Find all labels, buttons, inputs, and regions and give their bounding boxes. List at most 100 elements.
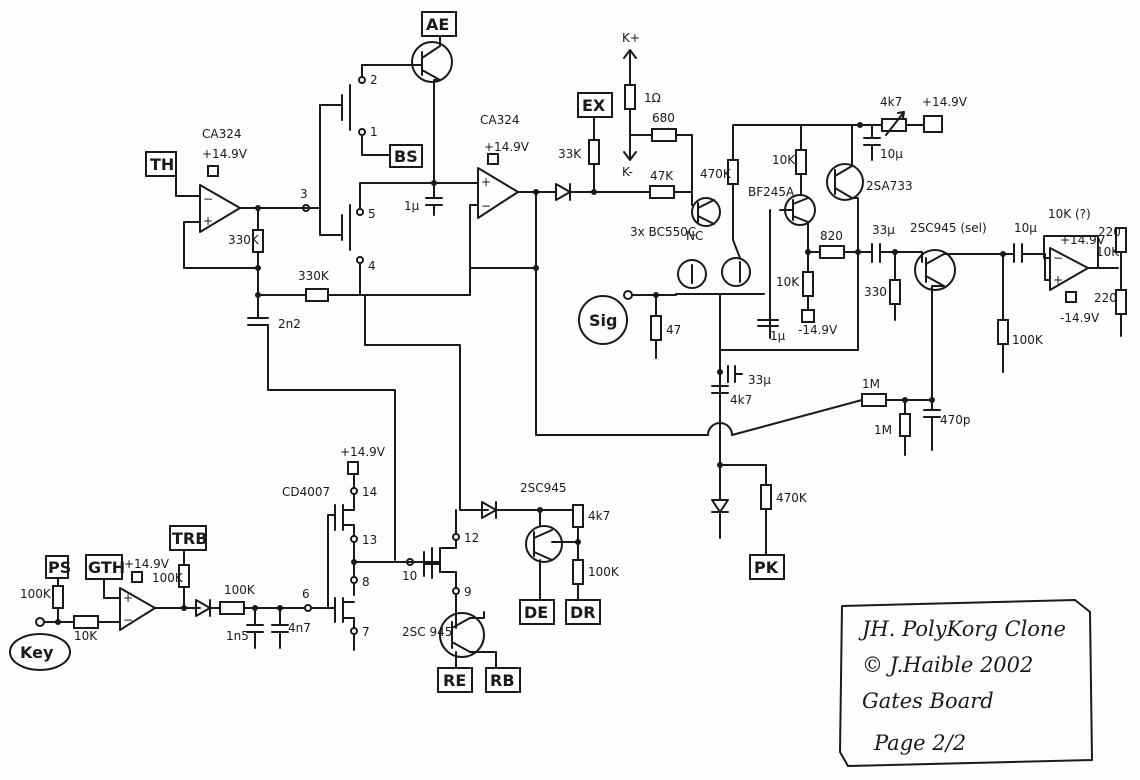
resistor-330-label: 330 xyxy=(864,285,887,299)
opamp-1: − + xyxy=(199,184,241,233)
title-line-4: Page 2/2 xyxy=(873,731,966,755)
title-line-3: Gates Board xyxy=(862,689,994,713)
terminal-ex-label: EX xyxy=(582,96,606,115)
trimmer-4k7-label: 4k7 xyxy=(880,95,902,109)
supply-neg2: -14.9V xyxy=(1060,311,1100,325)
supply-pad-neg1 xyxy=(801,309,815,323)
supply-pad-5 xyxy=(131,571,143,583)
terminal-pk-label: PK xyxy=(754,558,779,577)
terminal-ae-label: AE xyxy=(426,15,449,34)
opamp-4: + − xyxy=(119,587,156,631)
cap-1u-label: 1µ xyxy=(404,199,420,213)
resistor-330k-b xyxy=(305,288,329,302)
svg-text:−: − xyxy=(203,192,213,206)
terminal-th xyxy=(145,151,177,177)
opamp-3: − + xyxy=(1049,247,1089,291)
resistor-220-a-label: 220 xyxy=(1098,225,1121,239)
svg-text:+: + xyxy=(123,591,133,605)
terminal-re-label: RE xyxy=(443,671,466,690)
pin-14-label: 14 xyxy=(362,485,377,499)
resistor-10k-key xyxy=(73,615,99,629)
transistor-2sc945-de xyxy=(525,525,563,563)
svg-text:−: − xyxy=(481,199,491,213)
q-bc550c-label: 3x BC550C xyxy=(630,225,696,239)
resistor-4k7-mid-label: 4k7 xyxy=(730,393,752,407)
resistor-100k-ps-label: 100K xyxy=(20,587,52,601)
supply-pad-3 xyxy=(923,115,943,133)
terminal-dr-label: DR xyxy=(570,603,596,622)
resistor-10k-a xyxy=(795,149,807,175)
pin-2-label: 2 xyxy=(370,73,378,87)
pin-7-label: 7 xyxy=(362,625,370,639)
transistor-2sc945-re xyxy=(439,612,485,658)
resistor-330k-b-label: 330K xyxy=(298,269,330,283)
cmos-cd4007-label: CD4007 xyxy=(282,485,330,499)
transistor-nc xyxy=(691,197,721,227)
cap-4n7-label: 4n7 xyxy=(288,621,311,635)
cap-470p-label: 470p xyxy=(940,413,971,427)
terminal-key-label: Key xyxy=(20,643,54,662)
terminal-ex xyxy=(577,92,613,118)
resistor-1m-b xyxy=(899,413,911,437)
cap-1n5-label: 1n5 xyxy=(226,629,249,643)
resistor-470k-b xyxy=(760,484,772,510)
supply-v5: +14.9V xyxy=(124,557,170,571)
supply-neg1: -14.9V xyxy=(798,323,838,337)
transistor-2sc945-sel xyxy=(914,249,956,291)
opamp-1-supply: +14.9V xyxy=(202,147,248,161)
terminal-ps-label: PS xyxy=(48,558,71,577)
supply-pad-2 xyxy=(487,153,499,165)
resistor-220-b xyxy=(1115,289,1127,315)
pin-8-label: 8 xyxy=(362,575,370,589)
terminal-bs xyxy=(389,144,423,168)
pin-5-label: 5 xyxy=(368,207,376,221)
resistor-470k-a-label: 470K xyxy=(700,167,732,181)
resistor-104-label: 10K (?) xyxy=(1048,207,1091,221)
terminal-de xyxy=(519,599,555,625)
terminal-trb-label: TRB xyxy=(172,529,207,548)
resistor-1r xyxy=(624,84,636,110)
cap-1u-b-label: 1µ xyxy=(770,329,786,343)
opamp-2: + − xyxy=(477,167,519,219)
resistor-1m-a xyxy=(861,393,887,407)
resistor-100k-a xyxy=(997,319,1009,345)
resistor-470k-b-label: 470K xyxy=(776,491,808,505)
resistor-820-label: 820 xyxy=(820,229,843,243)
supply-v3: +14.9V xyxy=(922,95,968,109)
transistor-2sa733 xyxy=(826,163,864,201)
opamp-2-label: CA324 xyxy=(480,113,520,127)
resistor-820 xyxy=(819,245,845,259)
resistor-47k-label: 47K xyxy=(650,169,674,183)
resistor-1r-label: 1Ω xyxy=(644,91,661,105)
resistor-33k-label: 33K xyxy=(558,147,582,161)
resistor-4k7-de-label: 4k7 xyxy=(588,509,610,523)
resistor-220-b-label: 220 xyxy=(1094,291,1117,305)
resistor-47k xyxy=(649,185,675,199)
resistor-47 xyxy=(650,315,662,341)
resistor-33k xyxy=(588,139,600,165)
supply-pad-4 xyxy=(347,461,359,475)
terminal-th-label: TH xyxy=(150,155,174,174)
resistor-100k-dr xyxy=(572,559,584,585)
terminal-gth-label: GTH xyxy=(88,558,125,577)
terminal-sig-label: Sig xyxy=(589,311,617,330)
title-line-2: © J.Haible 2002 xyxy=(862,653,1033,677)
resistor-10k-a-label: 10K xyxy=(772,153,796,167)
resistor-1m-a-label: 1M xyxy=(862,377,880,391)
pin-3-label: 3 xyxy=(300,187,308,201)
pin-12-label: 12 xyxy=(464,531,479,545)
cap-2n2-label: 2n2 xyxy=(278,317,301,331)
transistor-ae xyxy=(411,41,453,83)
svg-text:+: + xyxy=(481,175,491,189)
resistor-10k-key-label: 10K xyxy=(74,629,98,643)
resistor-1m-b-label: 1M xyxy=(874,423,892,437)
resistor-330k-a xyxy=(252,229,264,253)
terminal-dr xyxy=(565,599,601,625)
terminal-trb xyxy=(169,525,207,551)
terminal-de-label: DE xyxy=(524,603,548,622)
cap-33u-a-label: 33µ xyxy=(872,223,895,237)
jfet-bf245a-label: BF245A xyxy=(748,185,795,199)
terminal-rb-label: RB xyxy=(490,671,515,690)
transistor-bc550c-b xyxy=(721,257,751,287)
